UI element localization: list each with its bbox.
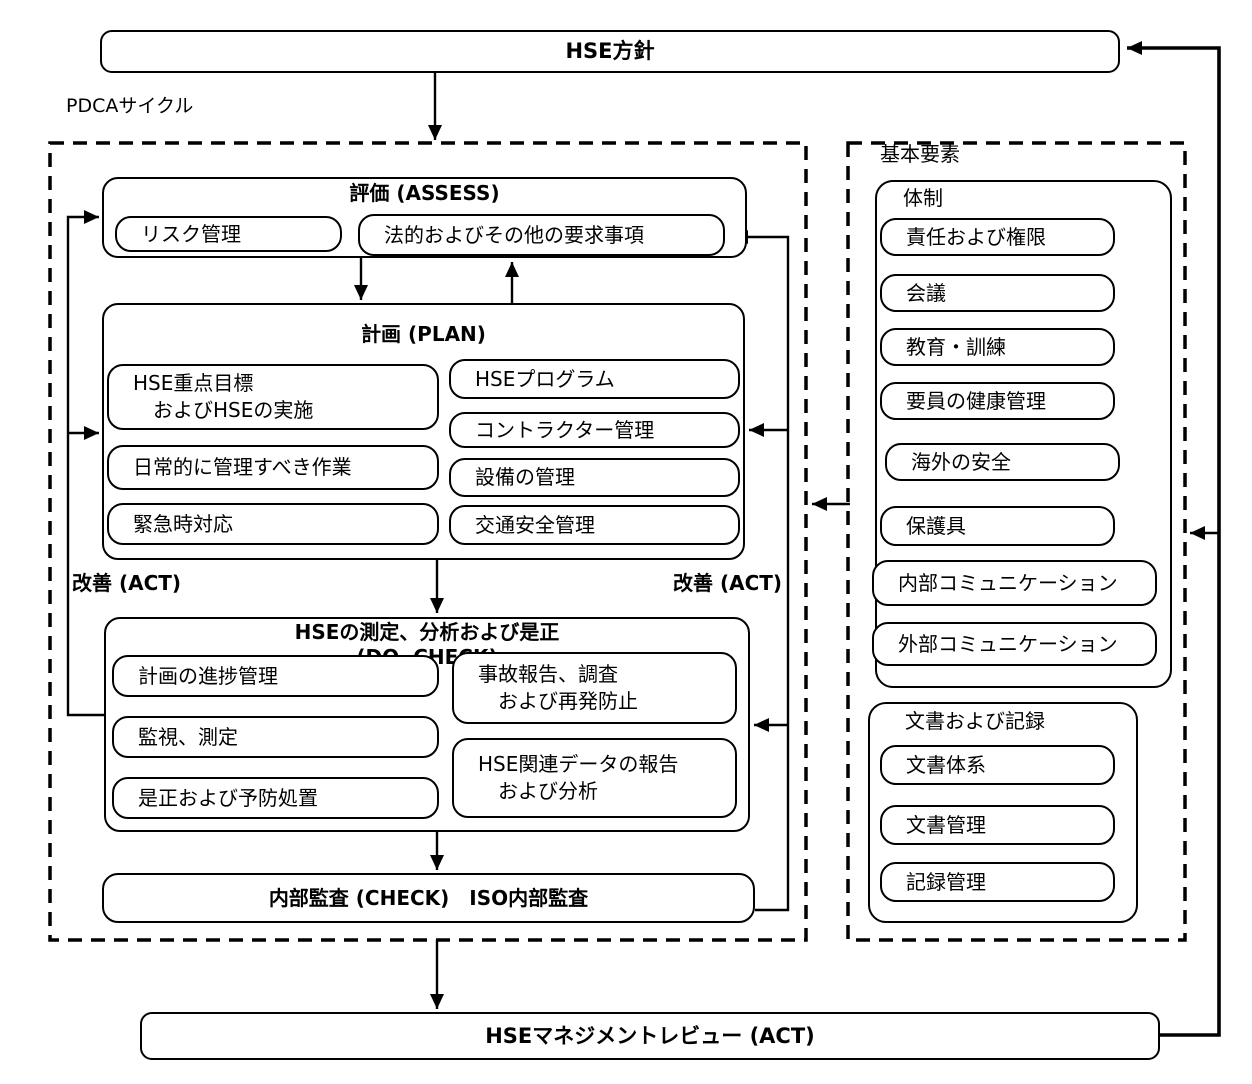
structure-title: 体制: [903, 186, 943, 210]
docheck-title: HSEの測定、分析および是正: [294, 620, 560, 644]
outer-return-rail: [1127, 41, 1221, 1037]
monitoring-measurement-box: 監視、測定: [112, 716, 439, 758]
traffic-safety-box: 交通安全管理: [449, 505, 740, 545]
document-control-box: 文書管理: [880, 805, 1115, 845]
assess-title: 評価 (ASSESS): [349, 181, 500, 205]
contractor-management-box: コントラクター管理: [449, 412, 740, 448]
records-control-box: 記録管理: [880, 862, 1115, 902]
incident-report-box: 事故報告、調査 および再発防止: [452, 652, 737, 724]
right-feedback-rail: [733, 230, 790, 912]
education-training-box: 教育・訓練: [880, 328, 1115, 366]
hse-program-box: HSEプログラム: [449, 359, 740, 399]
internal-communication-box: 内部コミュニケーション: [872, 560, 1157, 606]
personnel-health-box: 要員の健康管理: [880, 382, 1115, 420]
external-communication-box: 外部コミュニケーション: [872, 622, 1157, 666]
basic-elements-label: 基本要素: [880, 142, 960, 166]
plan-title: 計画 (PLAN): [361, 322, 486, 346]
hse-management-review-box: HSEマネジメントレビュー (ACT): [140, 1012, 1160, 1060]
responsibility-authority-box: 責任および権限: [880, 218, 1115, 256]
documents-title: 文書および記録: [905, 709, 1045, 733]
structure-group-box: [875, 180, 1172, 688]
meetings-box: 会議: [880, 274, 1115, 312]
protective-equipment-box: 保護具: [880, 506, 1115, 546]
daily-managed-work-box: 日常的に管理すべき作業: [107, 445, 439, 490]
emergency-response-box: 緊急時対応: [107, 503, 439, 545]
basic-elements-dashed-frame: [846, 141, 1187, 942]
left-feedback-rail: [66, 210, 104, 717]
act-label-right: 改善 (ACT): [673, 571, 783, 595]
hse-key-targets-box: HSE重点目標 およびHSEの実施: [107, 364, 439, 430]
document-system-box: 文書体系: [880, 745, 1115, 785]
pdca-cycle-label: PDCAサイクル: [66, 95, 194, 117]
pdca-dashed-frame: [48, 141, 808, 942]
equipment-management-box: 設備の管理: [449, 458, 740, 497]
internal-audit-box: 内部監査 (CHECK) ISO内部監査: [102, 873, 755, 923]
risk-management-box: リスク管理: [115, 216, 342, 252]
legal-requirements-box: 法的およびその他の要求事項: [358, 214, 725, 256]
overseas-safety-box: 海外の安全: [885, 443, 1120, 481]
hse-policy-box: HSE方針: [100, 30, 1120, 73]
corrective-preventive-box: 是正および予防処置: [112, 777, 439, 819]
hse-data-report-box: HSE関連データの報告 および分析: [452, 738, 737, 818]
act-label-left: 改善 (ACT): [72, 571, 182, 595]
plan-progress-box: 計画の進捗管理: [112, 655, 439, 697]
